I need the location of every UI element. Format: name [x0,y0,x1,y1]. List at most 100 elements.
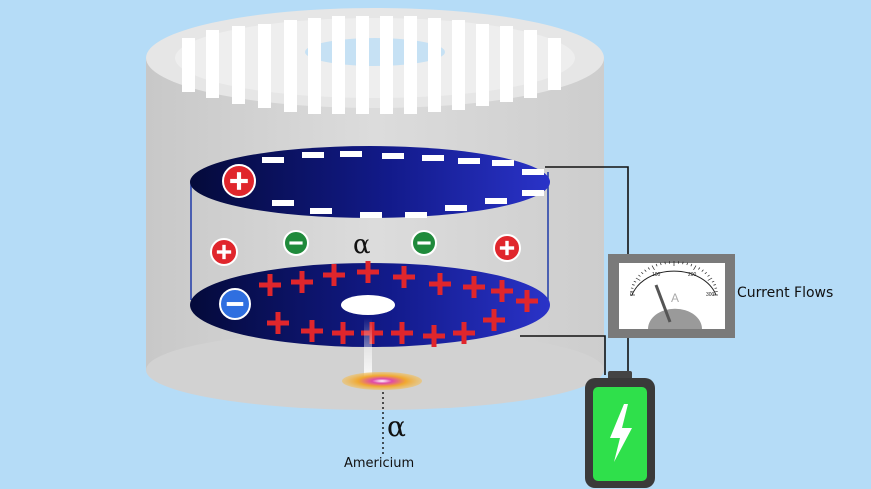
ammeter-tick [651,265,655,271]
negative-charge [445,205,467,211]
ammeter-pivot [648,308,702,329]
vent-slot [332,16,345,114]
vent-slot [380,16,393,114]
positive-charge [516,290,538,312]
negative-charge [422,155,444,161]
ions [210,230,521,266]
ammeter-tick [713,284,716,286]
positive-charge [429,273,451,295]
positive-charge [267,312,289,334]
ammeter-tick [690,263,693,267]
ammeter-tick [693,265,697,271]
positive-ion [210,238,238,266]
ammeter-tick [664,261,666,265]
ammeter-tick [635,277,641,281]
negative-charge [522,190,544,196]
vent-slot [404,16,417,114]
ammeter-tick [707,277,713,281]
vent-slot [548,38,561,90]
positive-charge [323,264,345,286]
negative-charge [360,212,382,218]
cylinder-base [146,330,604,410]
negative-charge [302,152,324,158]
ammeter-scale-label: 100 [652,272,661,278]
ammeter-tick [630,287,634,289]
battery [585,371,655,488]
negative-charge [272,200,294,206]
positive-charge [491,280,513,302]
alpha-particle-label: α [353,230,371,260]
ammeter: 0 100 200 300 A [608,254,735,338]
negative-charge [458,158,480,164]
positive-ion [222,164,256,198]
ammeter-tick [632,284,635,286]
ammeter-scale-label: 0 [630,292,633,298]
vent-slot [284,20,297,112]
alpha-beam [364,318,372,378]
negative-charge [382,153,404,159]
vent-slot [356,16,369,114]
ammeter-tick [682,261,684,265]
current-flows-label: Current Flows [737,285,834,301]
ammeter-tick [698,267,701,270]
positive-charge [393,266,415,288]
ammeter-tick [660,262,662,266]
negative-charge [405,212,427,218]
ammeter-tick [704,271,707,275]
americium-source [342,372,422,390]
ammeter-scale-arc [631,270,717,296]
top-plate [190,146,550,218]
vent-slot [476,24,489,106]
ammeter-ticks [630,261,718,296]
negative-ion [219,288,251,320]
vent-slot [258,24,271,108]
ammeter-scale-label: 300 [706,292,715,298]
ammeter-tick [644,269,647,272]
ammeter-tick [655,263,658,267]
positive-charge [301,320,323,342]
ammeter-tick [647,267,650,270]
negative-ion [411,230,437,256]
top-plate-charges [222,151,544,218]
positive-charge [357,261,379,283]
ammeter-tick [633,280,637,283]
ammeter-tick [641,271,644,275]
lightning-bolt-icon [610,404,632,462]
negative-ion [283,230,309,256]
negative-charge [492,160,514,166]
positive-charge [259,274,281,296]
negative-charge [340,151,362,157]
positive-charge [453,322,475,344]
alpha-source-label: α [387,410,406,443]
negative-charge [310,208,332,214]
vent-slots [182,16,561,114]
vent-slot [500,26,513,102]
ammeter-tick [707,274,710,277]
vent-slot [428,18,441,112]
positive-charge [391,322,413,344]
battery-terminal [608,371,632,380]
positive-charge [463,276,485,298]
vent-slot [524,30,537,98]
ammeter-scale-label: 200 [688,272,697,278]
vent-slot [206,30,219,98]
vent-slot [232,26,245,104]
ammeter-tick [638,274,641,277]
wire-top-plate-to-ammeter [545,166,629,258]
positive-charge [332,322,354,344]
wire-bottom-plate-to-battery [520,335,606,375]
cylinder-top-opening [305,38,445,66]
ammeter-needle [654,284,672,323]
positive-charge [291,271,313,293]
vent-slot [308,18,321,114]
negative-charge [485,198,507,204]
ammeter-tick [711,280,715,283]
americium-label: Americium [344,456,415,471]
vent-slot [182,38,195,92]
bottom-plate-hole [341,295,395,315]
ammeter-tick [714,287,718,289]
positive-ion [493,234,521,262]
ammeter-tick [701,269,704,272]
positive-charge [423,325,445,347]
